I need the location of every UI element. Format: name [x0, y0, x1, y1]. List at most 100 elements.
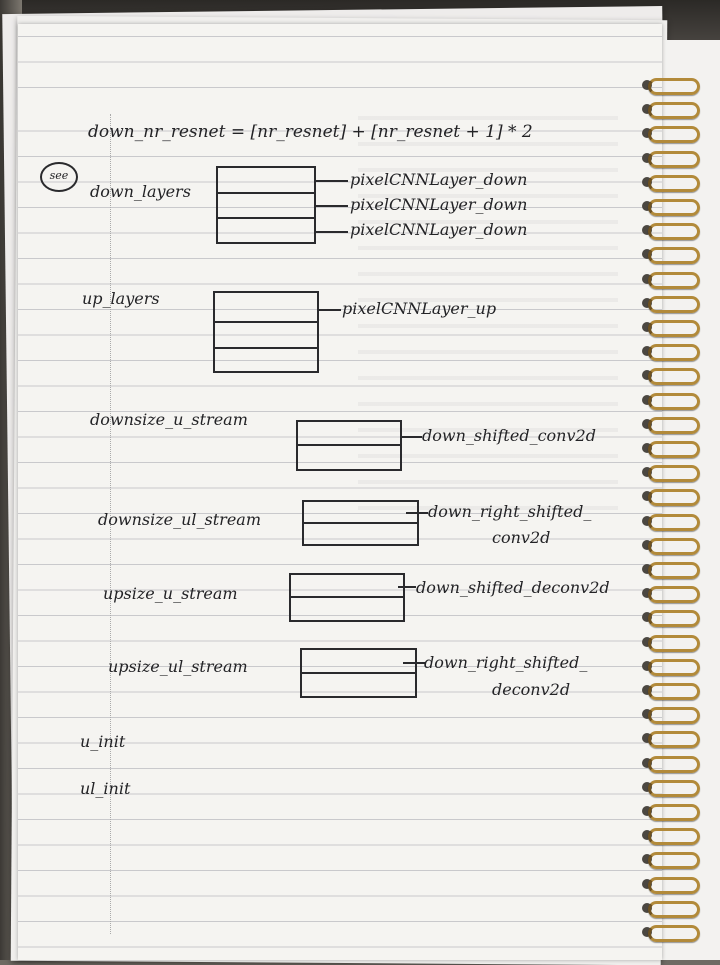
- downsize-ul-stream-box: [302, 500, 419, 546]
- spiral-ring: [648, 199, 700, 216]
- binding-hole: [642, 927, 652, 937]
- spiral-ring: [648, 900, 700, 918]
- binding-hole: [642, 902, 652, 913]
- spiral-binding: [640, 0, 720, 960]
- spiral-ring: [648, 658, 700, 676]
- binding-hole: [642, 249, 652, 260]
- down-layer-row-label: pixelCNNLayer_down: [350, 220, 528, 239]
- binding-hole: [642, 322, 652, 332]
- spiral-ring: [648, 465, 700, 483]
- spiral-ring: [648, 441, 700, 458]
- binding-hole: [642, 443, 652, 453]
- spiral-ring: [648, 683, 700, 700]
- binding-hole: [642, 80, 652, 90]
- binding-hole: [642, 201, 652, 211]
- spiral-ring: [648, 78, 700, 95]
- margin-line: [110, 114, 111, 934]
- binding-hole: [642, 830, 652, 841]
- notebook-page: [18, 24, 662, 960]
- upsize-u-stream-box: [289, 573, 405, 622]
- down-layers-label: down_layers: [90, 182, 191, 201]
- spiral-ring: [648, 925, 700, 942]
- down-layers-box: [216, 166, 316, 244]
- binding-hole: [642, 515, 652, 526]
- ul-init-label: ul_init: [80, 779, 131, 798]
- spiral-ring: [648, 102, 700, 120]
- up-layer-row-label: pixelCNNLayer_up: [342, 299, 497, 318]
- binding-hole: [642, 467, 652, 478]
- binding-hole: [642, 491, 652, 502]
- downsize-u-stream-box: [296, 420, 402, 471]
- spiral-ring: [648, 295, 700, 313]
- binding-hole: [642, 128, 652, 139]
- spiral-ring: [648, 174, 700, 192]
- binding-hole: [642, 781, 652, 792]
- downsize-ul-stream-label: downsize_ul_stream: [98, 510, 261, 529]
- spiral-ring: [648, 828, 700, 846]
- spiral-ring: [648, 537, 700, 555]
- connector-line: [316, 231, 348, 233]
- spiral-ring: [648, 416, 700, 434]
- binding-hole: [642, 297, 652, 308]
- binding-hole: [642, 806, 652, 816]
- upsize-ul-stream-box: [300, 648, 417, 698]
- spiral-ring: [648, 223, 700, 241]
- binding-hole: [642, 733, 652, 744]
- downsize-ul-stream-layer-line1: down_right_shifted_: [428, 502, 592, 521]
- spiral-ring: [648, 513, 700, 531]
- spiral-ring: [648, 489, 700, 507]
- binding-hole: [642, 394, 652, 405]
- spiral-ring: [648, 368, 700, 386]
- spiral-ring: [648, 392, 700, 410]
- spiral-ring: [648, 779, 700, 797]
- binding-hole: [642, 564, 652, 574]
- spiral-ring: [648, 707, 700, 725]
- spiral-ring: [648, 634, 700, 652]
- connector-line: [316, 180, 348, 182]
- connector-line: [316, 205, 348, 207]
- connector-line: [319, 309, 341, 311]
- spiral-ring: [648, 126, 700, 144]
- binding-hole: [642, 152, 652, 163]
- binding-hole: [642, 104, 652, 115]
- upsize-ul-stream-label: upsize_ul_stream: [108, 657, 248, 676]
- binding-hole: [642, 176, 652, 187]
- binding-hole: [642, 685, 652, 695]
- binding-hole: [642, 612, 652, 623]
- downsize-ul-stream-layer-line2: conv2d: [492, 528, 551, 547]
- downsize-u-stream-layer: down_shifted_conv2d: [422, 426, 596, 445]
- up-layers-box: [213, 291, 319, 373]
- binding-hole: [642, 370, 652, 381]
- upsize-ul-stream-layer-line2: deconv2d: [492, 680, 571, 699]
- binding-hole: [642, 346, 652, 357]
- binding-hole: [642, 854, 652, 865]
- circled-note-mark: see: [40, 162, 78, 192]
- connector-line: [406, 512, 428, 514]
- upsize-ul-stream-layer-line1: down_right_shifted_: [424, 653, 588, 672]
- connector-line: [398, 586, 416, 588]
- spiral-ring: [648, 852, 700, 870]
- binding-hole: [642, 588, 652, 599]
- up-layers-label: up_layers: [82, 289, 160, 308]
- spiral-ring: [648, 755, 700, 773]
- connector-line: [402, 436, 422, 438]
- spiral-ring: [648, 344, 700, 362]
- binding-hole: [642, 660, 652, 671]
- binding-hole: [642, 273, 652, 284]
- binding-hole: [642, 225, 652, 236]
- spiral-ring: [648, 610, 700, 628]
- spiral-ring: [648, 876, 700, 894]
- binding-hole: [642, 636, 652, 647]
- down-layer-row-label: pixelCNNLayer_down: [350, 195, 528, 214]
- spiral-ring: [648, 804, 700, 821]
- binding-hole: [642, 878, 652, 889]
- connector-line: [403, 662, 425, 664]
- spiral-ring: [648, 586, 700, 604]
- downsize-u-stream-label: downsize_u_stream: [90, 410, 248, 429]
- spiral-ring: [648, 731, 700, 749]
- down-layer-row-label: pixelCNNLayer_down: [350, 170, 528, 189]
- formula-text: down_nr_resnet = [nr_resnet] + [nr_resne…: [88, 122, 533, 142]
- binding-hole: [642, 709, 652, 720]
- spiral-ring: [648, 271, 700, 289]
- spiral-ring: [648, 150, 700, 168]
